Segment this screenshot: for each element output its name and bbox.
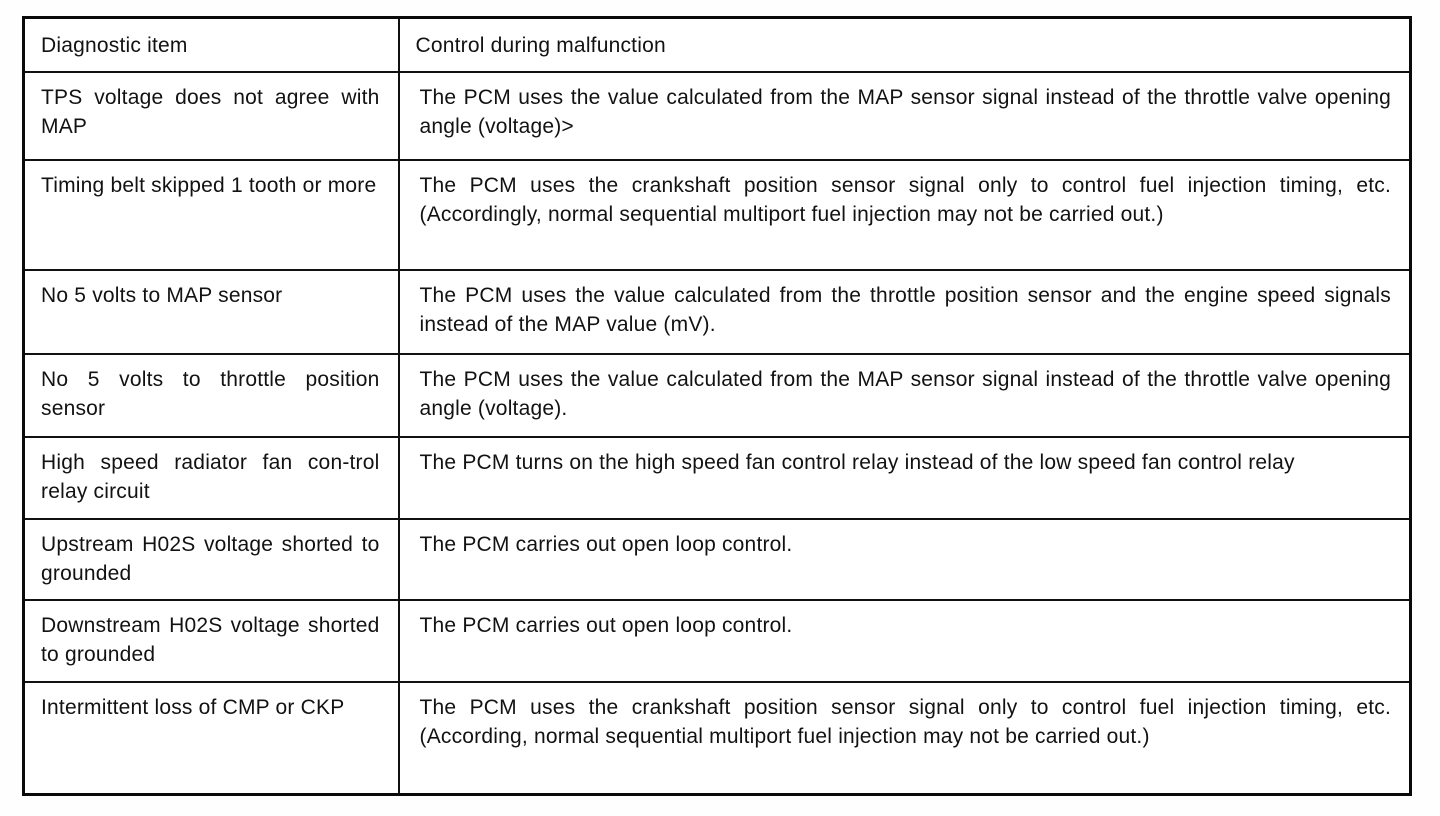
control-cell: The PCM uses the value calculated from t…	[397, 352, 1412, 438]
table-row: High speed radiator fan con-trol relay c…	[22, 435, 1412, 520]
control-cell: The PCM carries out open loop control.	[397, 598, 1412, 683]
diagnostic-item-cell: Timing belt skipped 1 tooth or more	[22, 158, 400, 271]
table-row: No 5 volts to throttle position sensor T…	[22, 352, 1412, 438]
table-row: Downstream H02S voltage shorted to groun…	[22, 598, 1412, 683]
control-cell: The PCM uses the value calculated from t…	[397, 268, 1412, 355]
diagnostic-item-cell: Intermittent loss of CMP or CKP	[22, 680, 400, 796]
control-cell: The PCM turns on the high speed fan cont…	[397, 435, 1412, 520]
diagnostic-control-table: Diagnostic item Control during malfuncti…	[22, 16, 1412, 796]
control-cell: The PCM carries out open loop control.	[397, 517, 1412, 601]
diagnostic-item-cell: TPS voltage does not agree with MAP	[22, 70, 400, 161]
header-control-during-malfunction: Control during malfunction	[397, 16, 1412, 73]
table-row: TPS voltage does not agree with MAP The …	[22, 70, 1412, 161]
table-row: Upstream H02S voltage shorted to grounde…	[22, 517, 1412, 601]
control-cell: The PCM uses the crankshaft position sen…	[397, 158, 1412, 271]
control-cell: The PCM uses the crankshaft position sen…	[397, 680, 1412, 796]
table-row: Timing belt skipped 1 tooth or more The …	[22, 158, 1412, 271]
diagnostic-item-cell: High speed radiator fan con-trol relay c…	[22, 435, 400, 520]
diagnostic-item-cell: Upstream H02S voltage shorted to grounde…	[22, 517, 400, 601]
table-row: No 5 volts to MAP sensor The PCM uses th…	[22, 268, 1412, 355]
control-cell: The PCM uses the value calculated from t…	[397, 70, 1412, 161]
diagnostic-item-cell: Downstream H02S voltage shorted to groun…	[22, 598, 400, 683]
table-row: Intermittent loss of CMP or CKP The PCM …	[22, 680, 1412, 796]
header-diagnostic-item: Diagnostic item	[22, 16, 400, 73]
table-header-row: Diagnostic item Control during malfuncti…	[22, 16, 1412, 73]
diagnostic-item-cell: No 5 volts to throttle position sensor	[22, 352, 400, 438]
diagnostic-item-cell: No 5 volts to MAP sensor	[22, 268, 400, 355]
